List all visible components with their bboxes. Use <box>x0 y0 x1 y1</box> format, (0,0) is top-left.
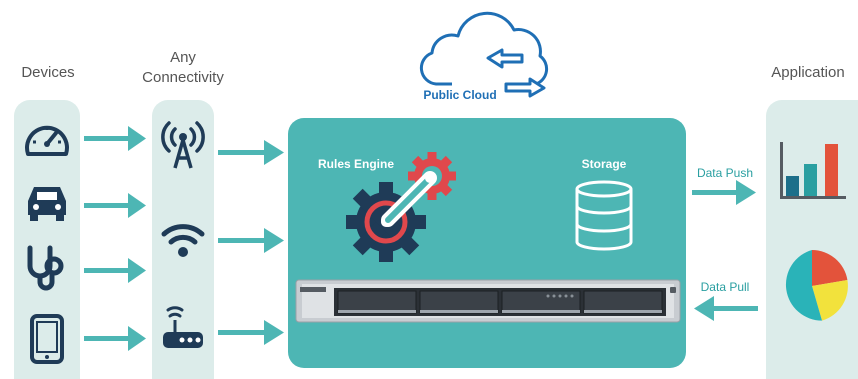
arrow-shaft <box>84 336 130 341</box>
database-icon <box>572 180 636 252</box>
stethoscope-icon <box>22 244 72 292</box>
wifi-icon <box>161 220 205 260</box>
arrow-head <box>264 228 284 253</box>
public-cloud-label: Public Cloud <box>423 88 497 102</box>
storage-label: Storage <box>581 157 627 171</box>
arrow-shaft <box>84 136 130 141</box>
pie-chart-icon <box>774 248 850 324</box>
arrow-shaft <box>218 150 266 155</box>
connectivity-arrows <box>218 140 284 345</box>
bar-chart-icon <box>776 140 848 202</box>
arrow-head <box>128 326 146 351</box>
arrow-shaft <box>218 238 266 243</box>
platform-box <box>288 118 686 368</box>
arrow-shaft <box>84 268 130 273</box>
gears-icon <box>346 150 460 264</box>
data-push-label: Data Push <box>696 166 754 180</box>
speedometer-icon <box>22 120 72 160</box>
tablet-icon <box>29 314 65 364</box>
arrow-head <box>128 193 146 218</box>
arrow-head <box>264 140 284 165</box>
data-pull-arrow <box>694 296 758 321</box>
data-pull-label: Data Pull <box>700 280 750 294</box>
devices-label: Devices <box>21 64 75 81</box>
car-icon <box>24 183 70 223</box>
arrow-head <box>128 258 146 283</box>
arrow-shaft <box>218 330 266 335</box>
nas-server-image <box>295 274 681 328</box>
public-cloud-icon <box>418 6 558 110</box>
rules-engine-label: Rules Engine <box>317 157 394 171</box>
router-icon <box>160 306 206 352</box>
data-push-arrow <box>692 180 756 205</box>
application-label: Application <box>771 64 845 81</box>
connectivity-label: Any Connectivity <box>142 49 224 86</box>
antenna-icon <box>160 120 206 170</box>
arrow-head <box>264 320 284 345</box>
arrow-shaft <box>84 203 130 208</box>
device-arrows <box>84 126 146 351</box>
arrow-head <box>128 126 146 151</box>
